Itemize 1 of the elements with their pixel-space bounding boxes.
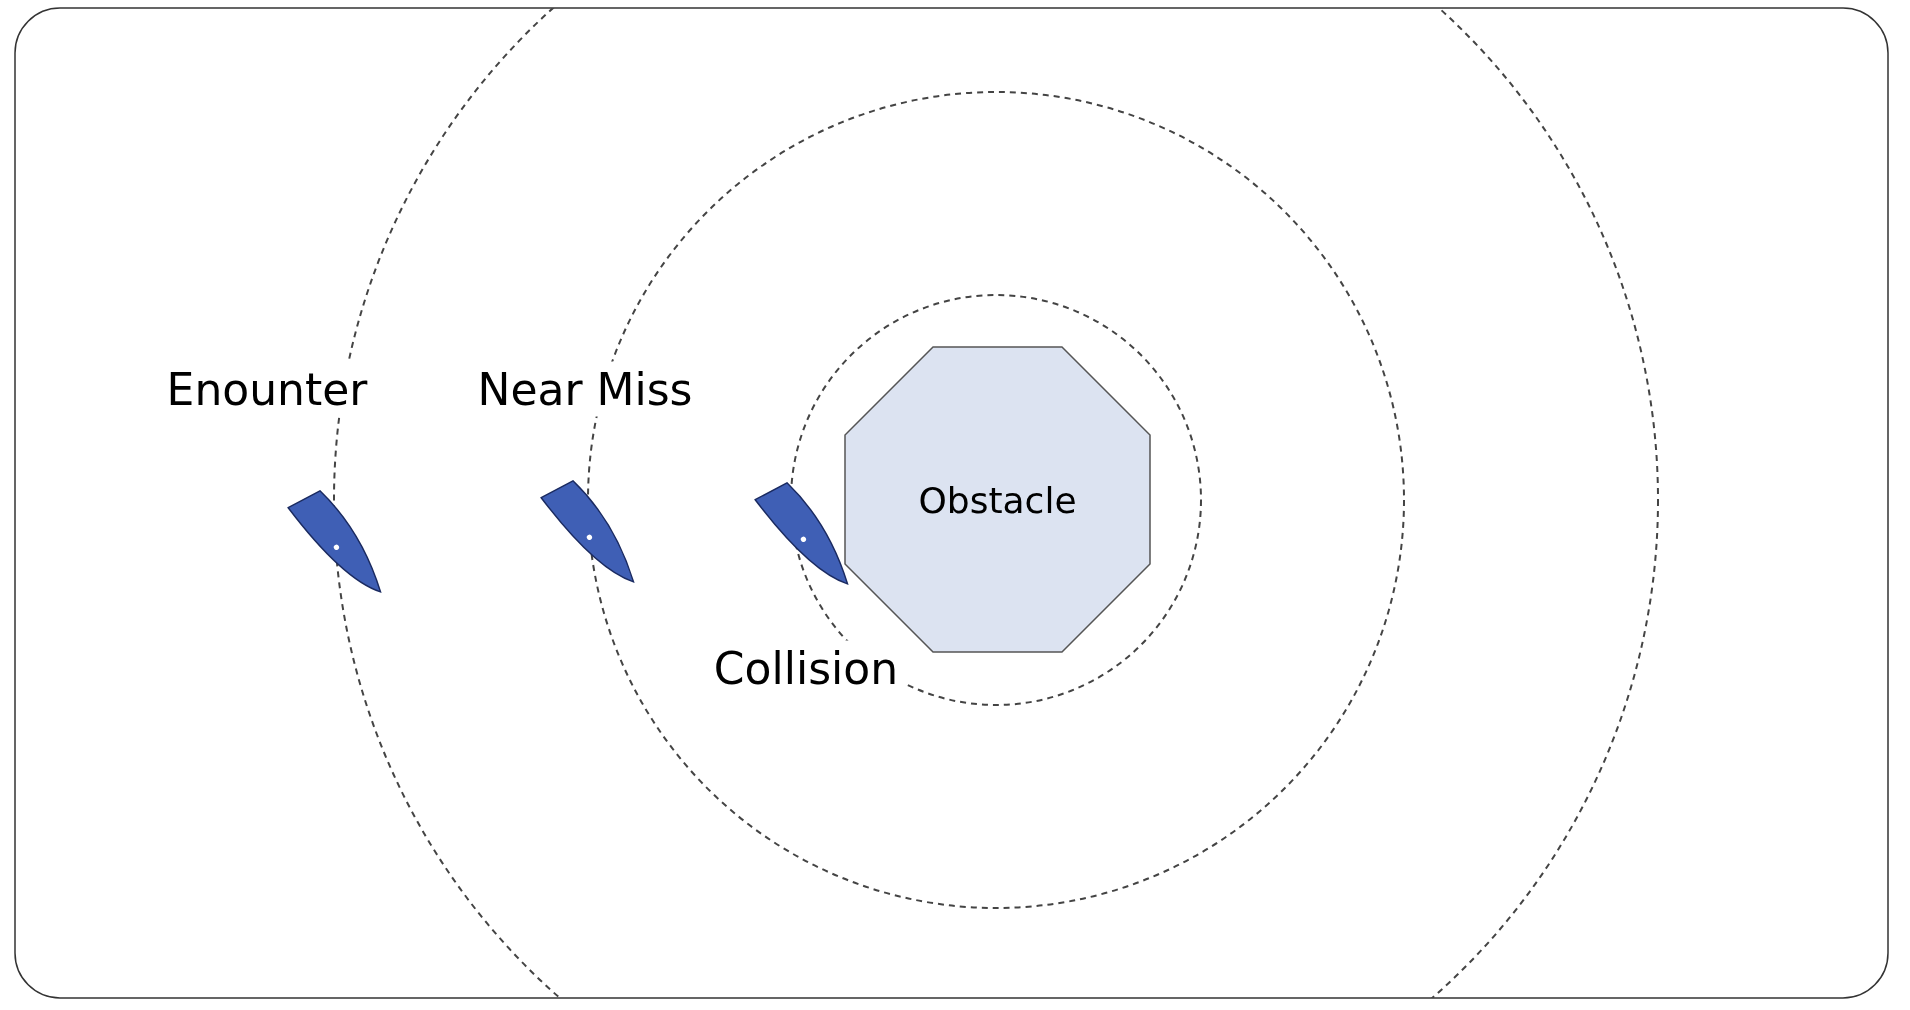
node-label: Obstacle (918, 479, 1077, 520)
